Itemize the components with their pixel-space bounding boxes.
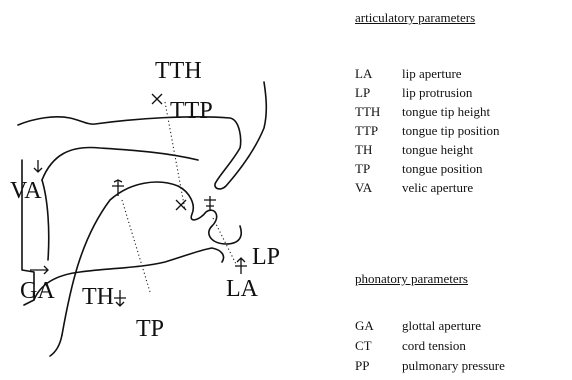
tp-arrow — [114, 290, 126, 306]
ga-arrow — [30, 266, 48, 274]
phonatory-title: phonatory parameters — [355, 272, 468, 285]
va-arrow — [34, 160, 42, 172]
label-lp: LP — [252, 244, 280, 270]
lp-arrow — [235, 258, 247, 274]
legend-desc: velic aperture — [402, 181, 473, 194]
th-guide-line — [122, 200, 150, 292]
phonatory-legend: phonatory parameters GA glottal aperture… — [355, 272, 567, 377]
legend-abbr: LP — [355, 86, 370, 99]
tongue-tip-marker — [176, 200, 186, 210]
legend-desc: tongue height — [402, 143, 473, 156]
legend-abbr: TTH — [355, 105, 380, 118]
label-va: VA — [10, 178, 42, 204]
legend-abbr: PP — [355, 359, 369, 372]
label-tp: TP — [136, 316, 164, 342]
chin-outline — [50, 335, 62, 356]
tongue-contour — [62, 182, 241, 335]
legend-desc: lip aperture — [402, 67, 462, 80]
vocal-tract-diagram: TTH TTP VA GA TH TP LP LA — [0, 0, 340, 380]
articulatory-legend: articulatory parameters LA lip aperture … — [355, 11, 567, 251]
legend-desc: lip protrusion — [402, 86, 472, 99]
tth-ttp-marker — [152, 94, 162, 104]
legend-abbr: TP — [355, 162, 370, 175]
legend-abbr: GA — [355, 319, 374, 332]
label-ttp: TTP — [170, 98, 213, 124]
legend-desc: tongue position — [402, 162, 483, 175]
legend-desc: pulmonary pressure — [402, 359, 505, 372]
palate-outline — [18, 82, 266, 189]
legend-desc: glottal aperture — [402, 319, 481, 332]
label-th: TH — [82, 284, 114, 310]
legend-abbr: VA — [355, 181, 372, 194]
back-wall — [42, 180, 49, 260]
legend-desc: tongue tip height — [402, 105, 490, 118]
legend-desc: cord tension — [402, 339, 466, 352]
th-arrow — [112, 180, 124, 196]
legend-desc: tongue tip position — [402, 124, 500, 137]
hard-palate — [42, 147, 198, 180]
label-ga: GA — [20, 278, 55, 304]
label-tth: TTH — [155, 58, 202, 84]
articulatory-title: articulatory parameters — [355, 11, 475, 24]
lower-lip-jaw — [34, 248, 224, 300]
label-la: LA — [226, 276, 259, 302]
legend-abbr: TTP — [355, 124, 378, 137]
legend-abbr: CT — [355, 339, 372, 352]
legend-abbr: TH — [355, 143, 372, 156]
legend-abbr: LA — [355, 67, 372, 80]
lip-marker — [204, 196, 216, 210]
